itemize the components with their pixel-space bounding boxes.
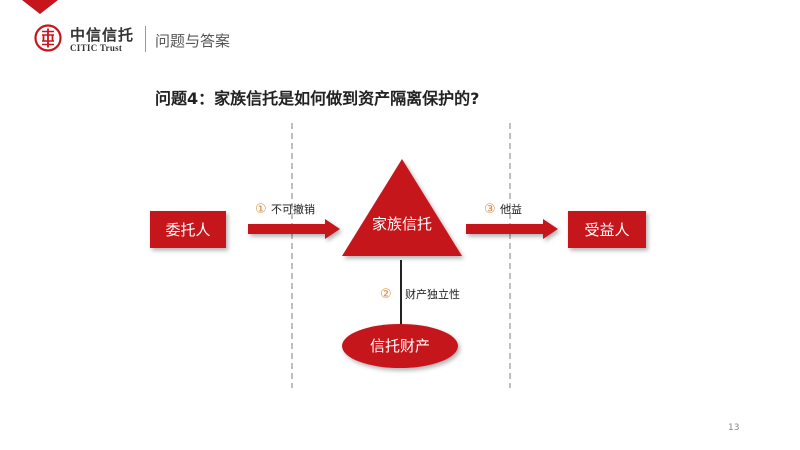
corner-accent <box>22 0 58 14</box>
brand-name-cn: 中信信托 <box>70 26 135 44</box>
section-title: 问题与答案 <box>155 32 231 50</box>
arrow-right-label: 他益 <box>500 202 522 216</box>
connector-label: 财产独立性 <box>405 287 460 301</box>
property-label: 信托财产 <box>370 337 430 355</box>
trust-label: 家族信托 <box>372 215 432 233</box>
arrow-left-number: ① <box>255 202 267 217</box>
citic-logo-icon <box>34 24 62 52</box>
beneficiary-label: 受益人 <box>584 221 629 239</box>
connector-number: ② <box>380 287 392 302</box>
trust-triangle <box>342 159 462 256</box>
settlor-box <box>150 211 226 248</box>
settlor-label: 委托人 <box>165 221 210 239</box>
page-number: 13 <box>728 423 740 433</box>
arrow-right-number: ③ <box>484 202 496 217</box>
question-title: 问题4：家族信托是如何做到资产隔离保护的? <box>155 89 480 108</box>
brand-name-en: CITIC Trust <box>70 43 123 53</box>
arrow-settlor-to-trust <box>248 219 340 239</box>
property-ellipse <box>342 324 458 368</box>
arrow-left-label: 不可撤销 <box>271 202 315 216</box>
arrow-trust-to-beneficiary <box>466 219 558 239</box>
beneficiary-box <box>568 211 646 248</box>
header-divider <box>145 26 146 52</box>
